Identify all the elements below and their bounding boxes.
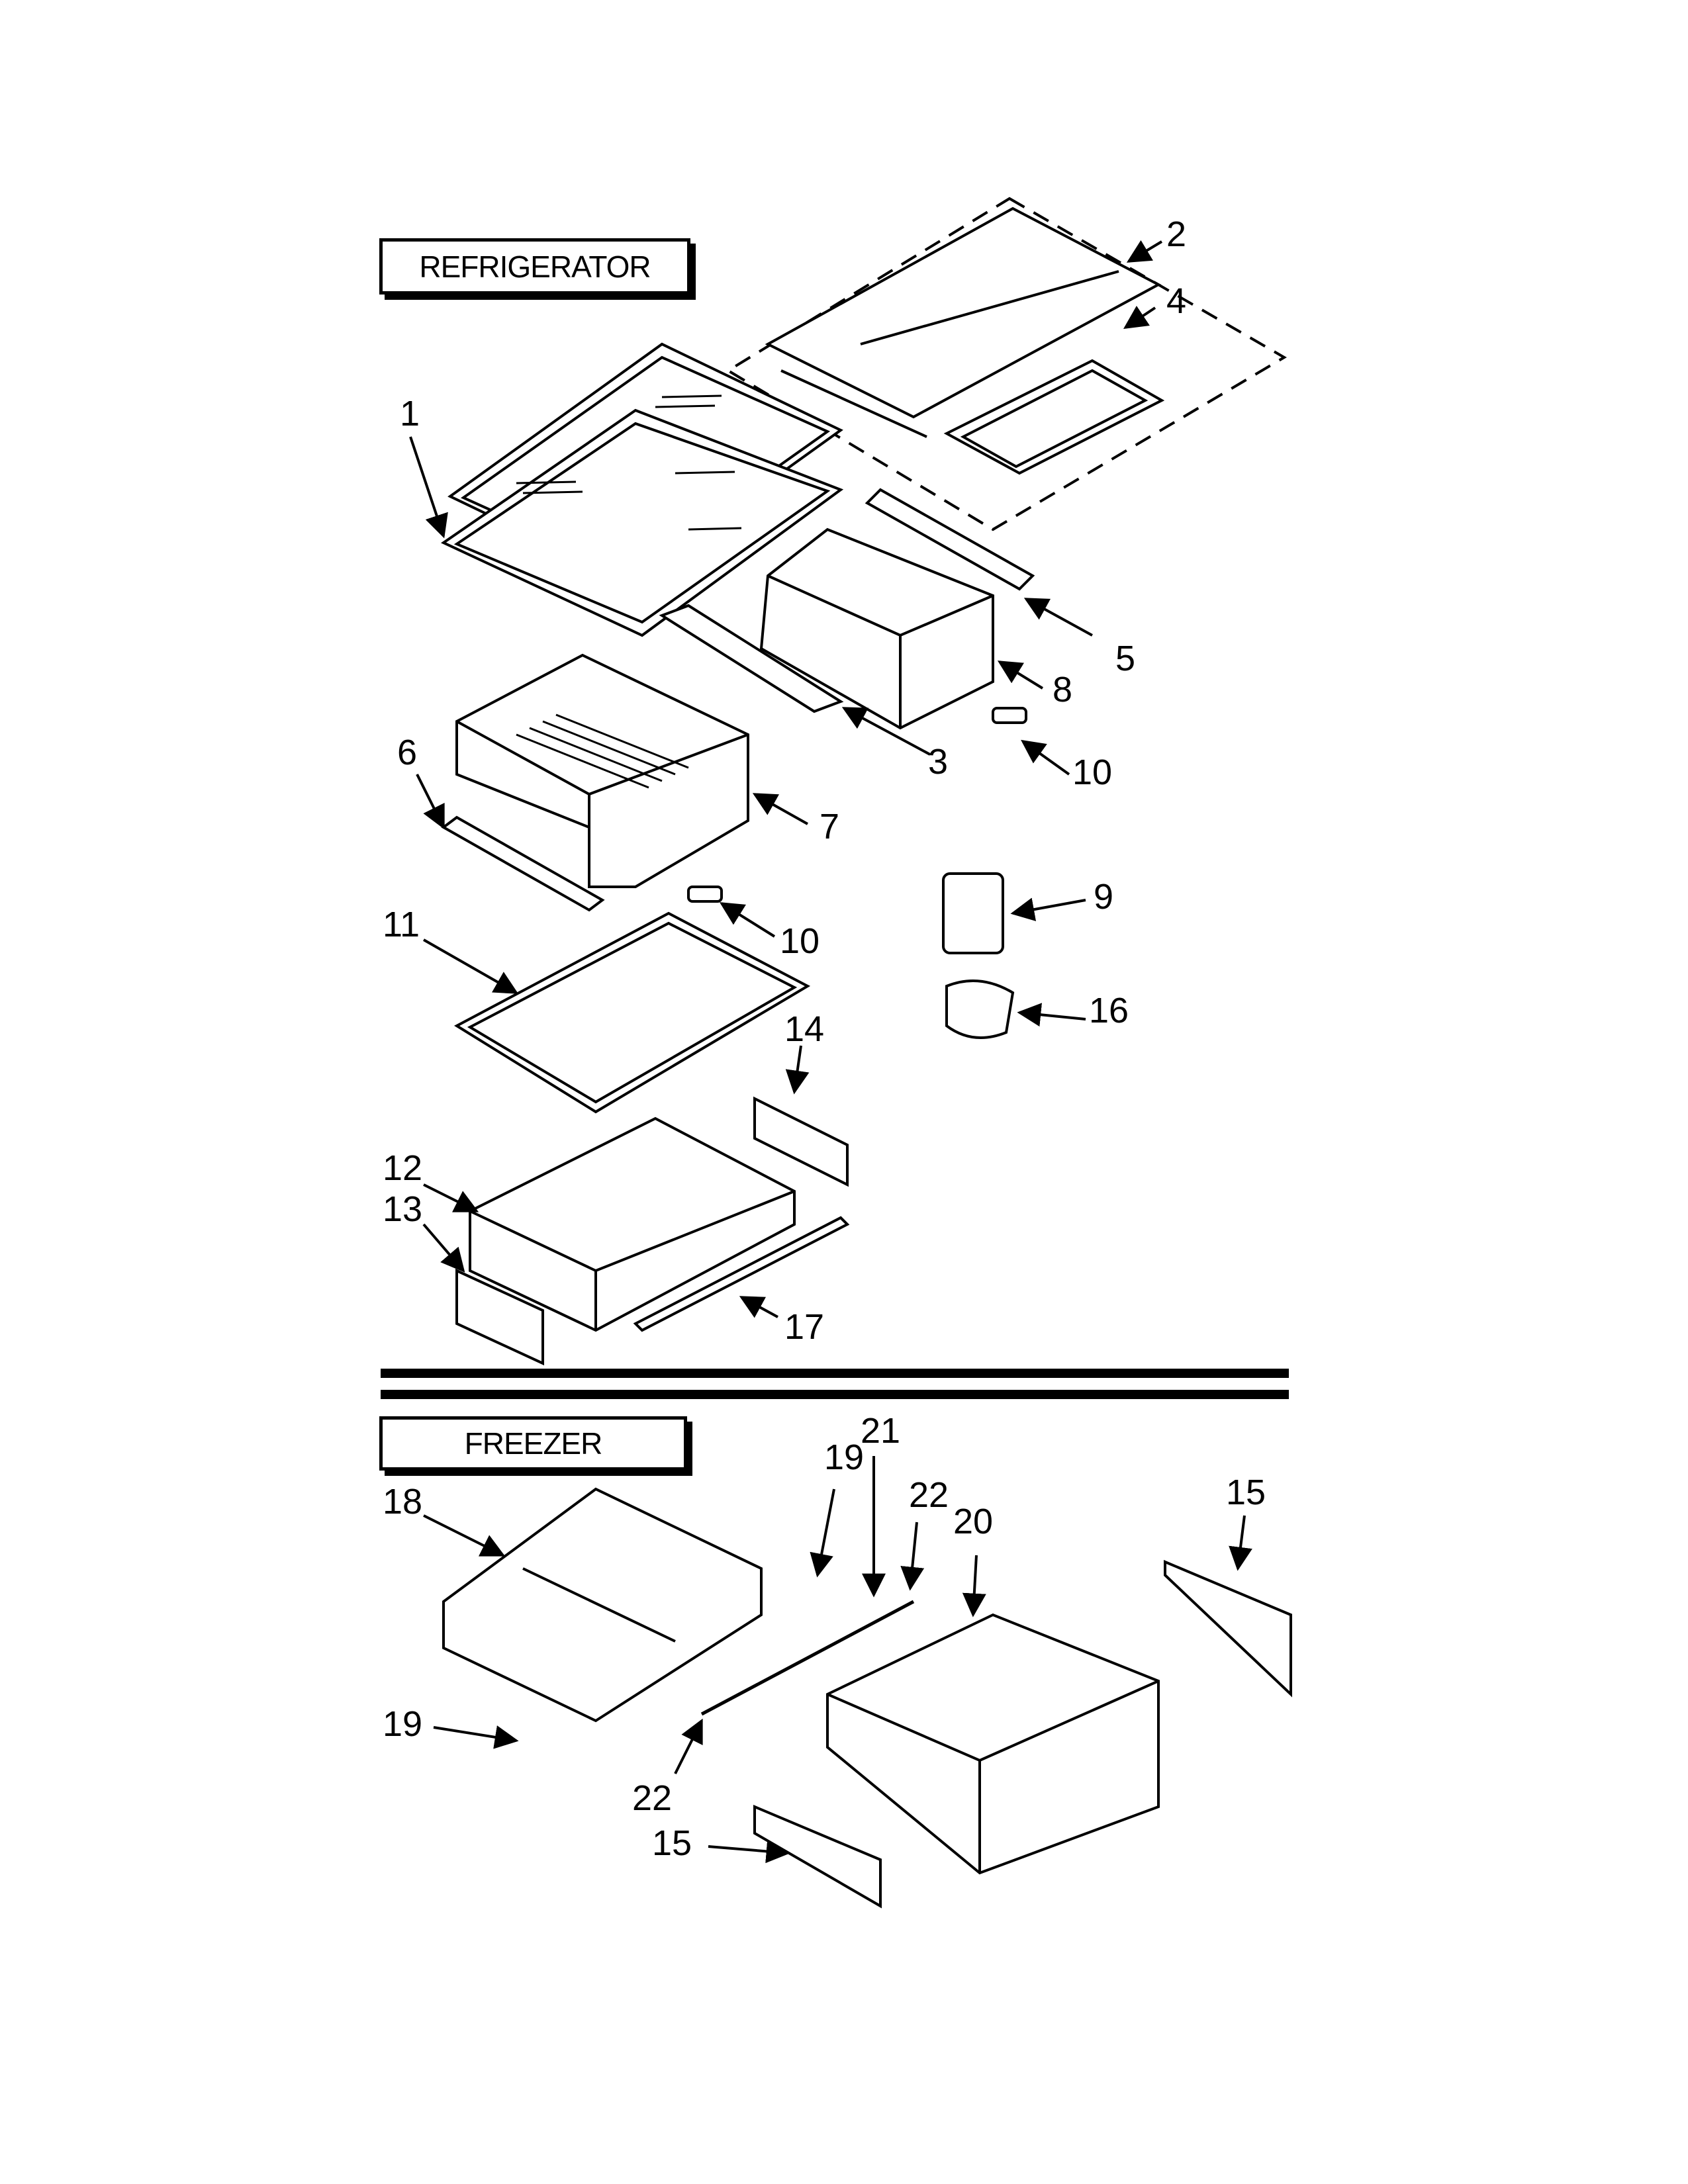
freezer-basket-20: [826, 1613, 1160, 1875]
crisper-drawer-7: [455, 653, 749, 888]
callout-3: 3: [928, 742, 949, 782]
callout-18: 18: [383, 1482, 423, 1522]
callout-2: 2: [1166, 214, 1187, 254]
callout-16: 16: [1089, 991, 1129, 1030]
rod-21: [700, 1600, 915, 1716]
cover-13: [455, 1268, 544, 1366]
callout-22-lower: 22: [632, 1778, 673, 1818]
slide-6: [441, 815, 605, 912]
callout-13: 13: [383, 1189, 423, 1229]
callout-20: 20: [953, 1502, 994, 1541]
glass-shelves: [440, 342, 844, 637]
crisper-cover-assembly-group: [726, 197, 1287, 531]
filter-9: [942, 872, 1004, 954]
callout-14: 14: [784, 1009, 825, 1049]
callout-15-lower: 15: [652, 1823, 692, 1863]
section-divider-top: [381, 1369, 1289, 1378]
callout-7: 7: [820, 807, 840, 846]
freezer-section-label: FREEZER: [379, 1416, 687, 1471]
callout-22-upper: 22: [909, 1475, 949, 1515]
slide-15-right: [1164, 1559, 1292, 1698]
cap-16: [945, 979, 1015, 1039]
section-divider-bottom: [381, 1390, 1289, 1399]
callout-8: 8: [1053, 670, 1073, 709]
clip-10a: [687, 886, 723, 903]
callout-21: 21: [861, 1411, 901, 1451]
callout-4: 4: [1166, 281, 1187, 321]
strip-17: [633, 1216, 850, 1332]
callout-10-lower: 10: [780, 921, 820, 961]
clip-10b: [992, 707, 1027, 724]
refrigerator-section-label: REFRIGERATOR: [379, 238, 690, 295]
rail-5: [865, 488, 1035, 591]
callout-19-lower: 19: [383, 1704, 423, 1744]
callout-15-upper: 15: [1226, 1473, 1266, 1512]
callout-17: 17: [784, 1307, 825, 1347]
callout-19-upper: 19: [824, 1437, 865, 1477]
pantry-drawer-12: [469, 1116, 796, 1332]
callout-10-upper: 10: [1072, 752, 1113, 792]
meat-pan-bin: [759, 527, 994, 730]
slide-15-left: [753, 1804, 882, 1909]
callout-9: 9: [1094, 877, 1114, 917]
callout-6: 6: [397, 733, 418, 772]
callout-1: 1: [400, 394, 420, 433]
callout-12: 12: [383, 1148, 423, 1188]
shelf-11: [453, 911, 811, 1114]
callout-11: 11: [383, 905, 420, 944]
freezer-basket-18: [442, 1487, 763, 1723]
pan-cover-3: [659, 604, 844, 713]
slide-14: [753, 1096, 849, 1187]
callout-5: 5: [1115, 639, 1136, 678]
